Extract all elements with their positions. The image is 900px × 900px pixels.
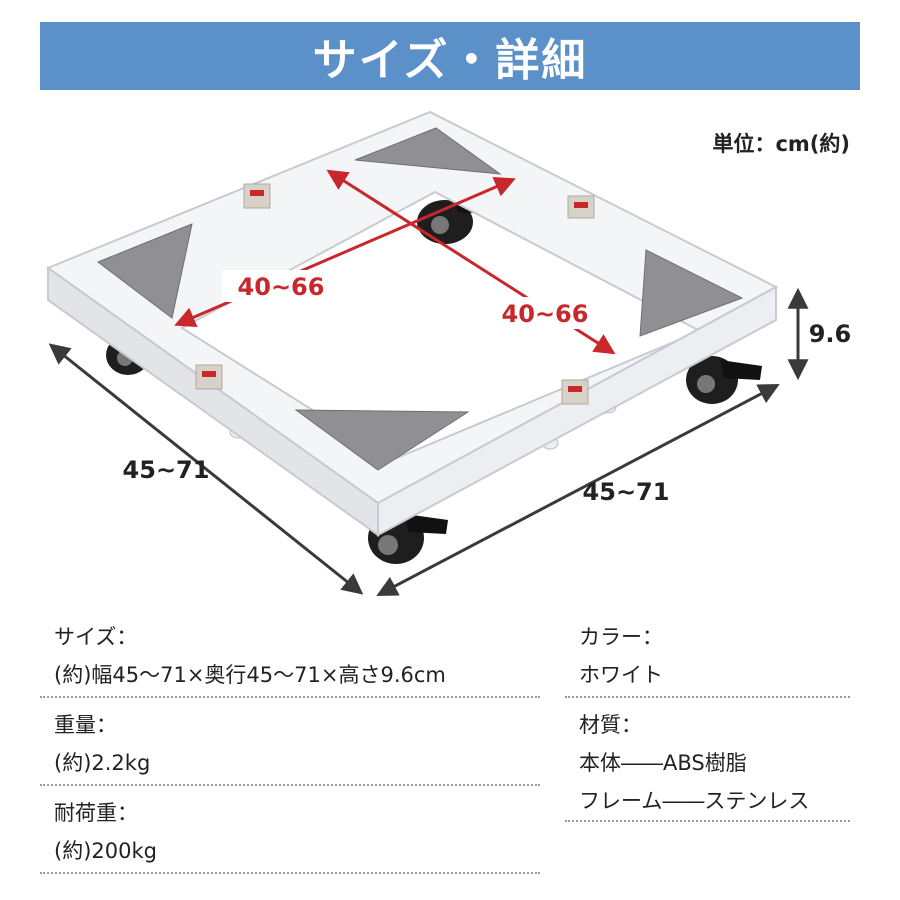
spec-label: サイズ：: [54, 625, 138, 649]
spec-value: フレーム――ステンレス: [579, 789, 810, 813]
inner-depth-label: 40~66: [502, 300, 589, 328]
spec-value: (約)200kg: [54, 839, 157, 863]
spec-label: 耐荷重：: [54, 801, 138, 825]
page-title: サイズ・詳細: [312, 35, 588, 86]
spec-size: サイズ： (約)幅45～71×奥行45～71×高さ9.6cm: [40, 610, 540, 698]
spec-value: (約)2.2kg: [54, 751, 151, 775]
title-banner: サイズ・詳細: [40, 22, 860, 90]
spec-value: (約)幅45～71×奥行45～71×高さ9.6cm: [54, 663, 446, 687]
inner-width-label: 40~66: [238, 273, 325, 301]
height-label: 9.6: [809, 320, 852, 348]
spec-color: カラー： ホワイト: [565, 610, 850, 698]
outer-right-arrow: [376, 384, 780, 596]
outer-left-arrow: [48, 343, 364, 595]
corner-pad-right: [639, 249, 744, 337]
unit-label: 単位：cm(約): [712, 132, 850, 156]
outer-left-label: 45~71: [123, 456, 210, 484]
spec-value: 本体――ABS樹脂: [579, 751, 747, 775]
spec-label: カラー：: [579, 625, 663, 649]
outer-dimension-arrows: [48, 287, 809, 596]
corner-pad-back: [354, 127, 502, 175]
spec-weight: 重量： (約)2.2kg: [40, 698, 540, 786]
spec-material: 材質： 本体――ABS樹脂 フレーム――ステンレス: [565, 698, 850, 822]
spec-load-capacity: 耐荷重： (約)200kg: [40, 786, 540, 874]
outer-right-label: 45~71: [583, 478, 670, 506]
spec-label: 重量：: [54, 713, 117, 737]
spec-value: ホワイト: [579, 663, 663, 687]
spec-label: 材質：: [579, 713, 642, 737]
specs-left-column: サイズ： (約)幅45～71×奥行45～71×高さ9.6cm 重量： (約)2.…: [40, 610, 540, 874]
specs-right-column: カラー： ホワイト 材質： 本体――ABS樹脂 フレーム――ステンレス: [565, 610, 850, 822]
